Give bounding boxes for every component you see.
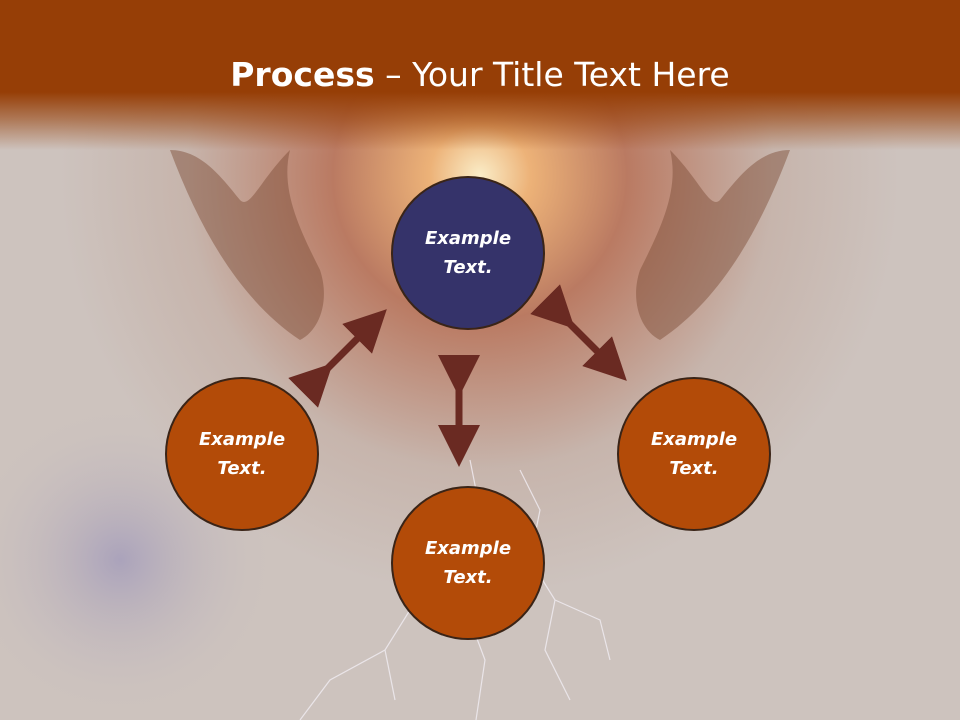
diagram-node-right: Example Text. xyxy=(617,377,771,531)
arrow-top-left xyxy=(288,309,387,408)
diagram-node-bottom: Example Text. xyxy=(391,486,545,640)
node-label-right: Example Text. xyxy=(650,429,738,479)
hand-shape-right xyxy=(636,150,790,340)
header-band xyxy=(0,0,960,150)
diagram-node-left: Example Text. xyxy=(165,377,319,531)
arrow-top-right xyxy=(530,284,627,381)
node-label-top: Example Text. xyxy=(424,228,512,278)
diagram-node-top: Example Text. xyxy=(391,176,545,330)
slide-title: Process – Your Title Text Here xyxy=(0,50,960,100)
node-label-bottom: Example Text. xyxy=(424,538,512,588)
hand-shape-left xyxy=(170,150,324,340)
title-bold: Process xyxy=(230,55,375,94)
title-rest: – Your Title Text Here xyxy=(374,55,730,94)
node-label-left: Example Text. xyxy=(198,429,286,479)
